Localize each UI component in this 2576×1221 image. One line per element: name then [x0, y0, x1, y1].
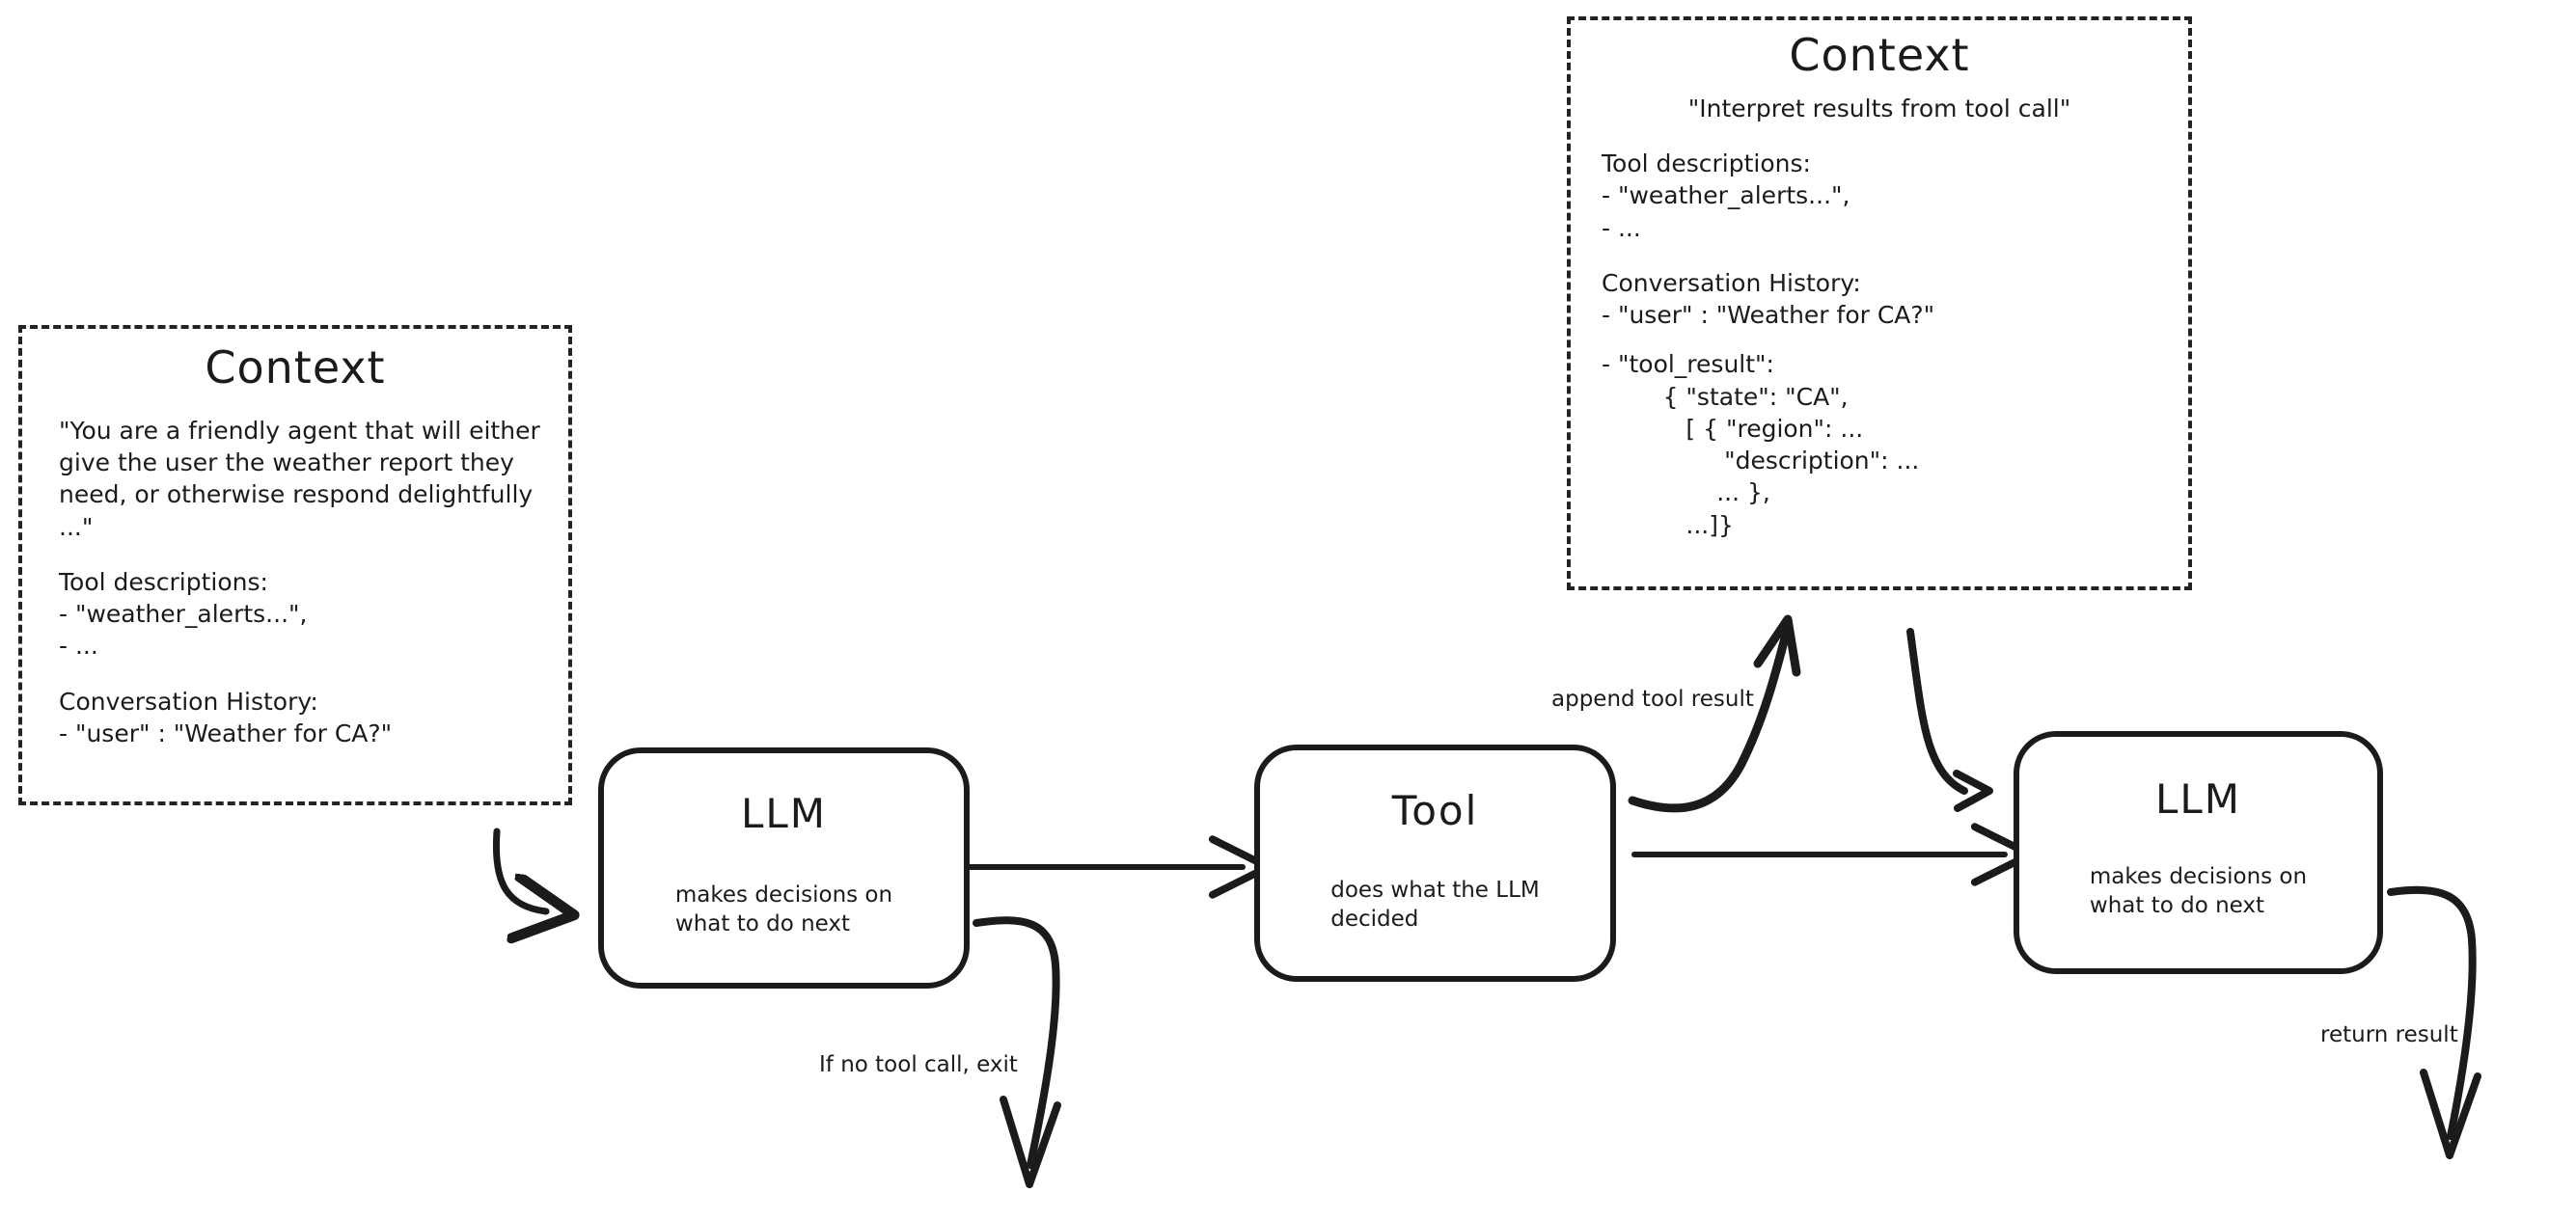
arrow-append-tool-result	[1628, 614, 1801, 813]
context-left-tool-descriptions-items: - "weather_alerts...", - ...	[59, 600, 308, 661]
node-llm-first[interactable]: LLM makes decisions on what to do next	[598, 747, 970, 989]
node-llm-first-subtitle: makes decisions on what to do next	[674, 882, 893, 937]
context-box-left: Context "You are a friendly agent that w…	[18, 325, 572, 805]
context-right-title: Context	[1789, 29, 1970, 81]
edge-label-if-no-tool-call-exit: If no tool call, exit	[819, 1052, 1018, 1077]
context-right-system-prompt: "Interpret results from tool call"	[1687, 94, 2071, 122]
context-right-tool-result: - "tool_result": { "state": "CA", [ { "r…	[1602, 350, 1920, 539]
node-llm-second[interactable]: LLM makes decisions on what to do next	[2014, 731, 2383, 974]
context-left-title: Context	[205, 341, 386, 393]
context-left-tool-descriptions-heading: Tool descriptions:	[59, 567, 268, 596]
context-box-right: Context "Interpret results from tool cal…	[1567, 16, 2192, 590]
arrow-context-to-llm1	[492, 828, 546, 911]
node-tool[interactable]: Tool does what the LLM decided	[1254, 745, 1616, 982]
node-tool-title: Tool	[1391, 787, 1479, 834]
node-llm-second-title: LLM	[2154, 775, 2242, 823]
edge-label-append-tool-result: append tool result	[1551, 687, 1754, 712]
arrow-context-right-to-llm2	[1906, 628, 1993, 812]
node-llm-second-subtitle: makes decisions on what to do next	[2089, 864, 2308, 919]
context-left-conversation-items: - "user" : "Weather for CA?"	[59, 719, 393, 747]
context-right-tool-descriptions-heading: Tool descriptions:	[1602, 149, 1811, 178]
context-left-system-prompt: "You are a friendly agent that will eith…	[59, 416, 548, 541]
context-left-conversation-heading: Conversation History:	[59, 687, 318, 716]
node-tool-subtitle: does what the LLM decided	[1330, 878, 1540, 933]
context-right-conversation-items: - "user" : "Weather for CA?"	[1602, 301, 1935, 330]
edge-label-return-result: return result	[2320, 1022, 2458, 1047]
context-right-conversation-heading: Conversation History:	[1602, 268, 1861, 297]
node-llm-first-title: LLM	[740, 790, 828, 837]
context-right-tool-descriptions-items: - "weather_alerts...", - ...	[1602, 181, 1850, 242]
